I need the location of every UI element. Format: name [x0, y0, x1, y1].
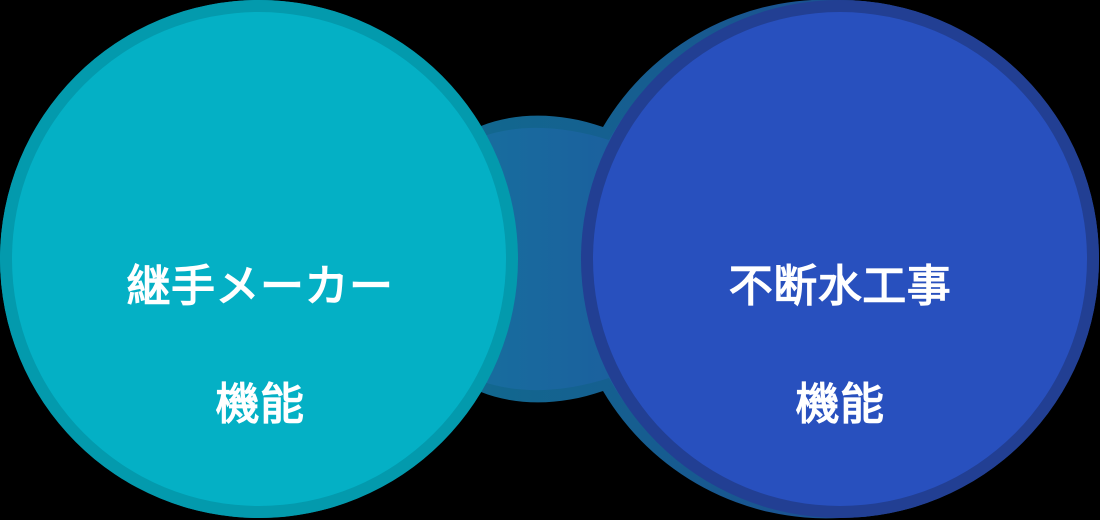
joint-maker-label: 継手メーカー 機能	[0, 199, 520, 494]
joint-maker-label-line1: 継手メーカー	[126, 261, 394, 311]
no-water-shutoff-work-circle-fill	[593, 12, 1087, 506]
no-water-shutoff-work-label: 不断水工事 機能	[580, 199, 1100, 494]
joint-maker-label-line2: 機能	[215, 379, 305, 429]
left-circle-group[interactable]	[0, 0, 518, 518]
no-water-shutoff-work-label-line1: 不断水工事	[728, 261, 952, 311]
right-circle-group[interactable]	[581, 0, 1099, 518]
no-water-shutoff-work-label-line2: 機能	[795, 379, 885, 429]
joint-maker-circle-fill	[12, 12, 506, 506]
